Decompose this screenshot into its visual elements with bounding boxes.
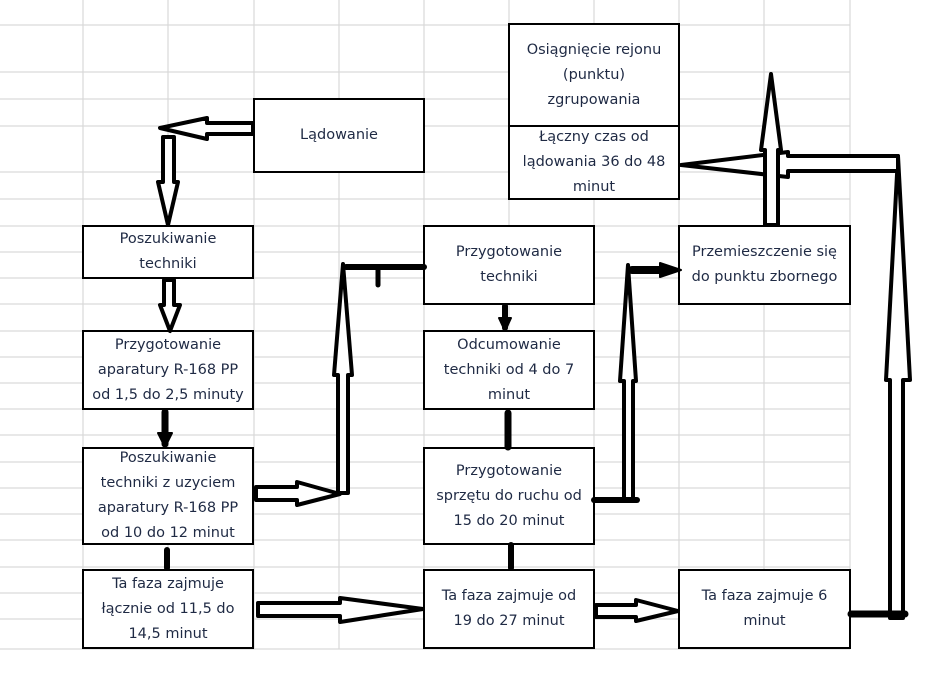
node-label: Lądowanie xyxy=(300,127,378,143)
node-ladowanie: Lądowanie xyxy=(253,98,425,173)
node-osiagniecie-rejonu: Osiągnięcie rejonu (punktu) zgrupowania xyxy=(508,23,680,127)
node-przygotowanie-techniki: Przygotowanie techniki xyxy=(423,225,595,305)
node-label: Poszukiwanie techniki xyxy=(119,231,217,272)
node-label: Ta faza zajmuje łącznie od 11,5 do 14,5 … xyxy=(101,575,235,642)
node-faza-2: Ta faza zajmuje od 19 do 27 minut xyxy=(423,569,595,649)
node-label: Osiągnięcie rejonu (punktu) zgrupowania xyxy=(526,41,662,108)
node-label: Przygotowanie sprzętu do ruchu od 15 do … xyxy=(436,462,582,529)
node-odcumowanie: Odcumowanie techniki od 4 do 7 minut xyxy=(423,330,595,410)
node-poszukiwanie-z-uzyciem: Poszukiwanie techniki z uzyciem aparatur… xyxy=(82,447,254,545)
node-label: Ta faza zajmuje 6 minut xyxy=(701,588,828,629)
node-label: Ta faza zajmuje od 19 do 27 minut xyxy=(441,588,577,629)
node-label: Poszukiwanie techniki z uzyciem aparatur… xyxy=(97,450,239,541)
node-label: Przygotowanie techniki xyxy=(455,244,563,285)
node-przemieszczenie: Przemieszczenie się do punktu zbornego xyxy=(678,225,851,305)
node-label: Przygotowanie aparatury R-168 PP od 1,5 … xyxy=(92,336,244,403)
node-przygotowanie-sprzetu: Przygotowanie sprzętu do ruchu od 15 do … xyxy=(423,447,595,545)
node-faza-1: Ta faza zajmuje łącznie od 11,5 do 14,5 … xyxy=(82,569,254,649)
node-label: Przemieszczenie się do punktu zbornego xyxy=(691,244,838,285)
node-przygotowanie-aparatury: Przygotowanie aparatury R-168 PP od 1,5 … xyxy=(82,330,254,410)
node-label: Łączny czas od lądowania 36 do 48 minut xyxy=(522,129,666,195)
node-poszukiwanie-techniki: Poszukiwanie techniki xyxy=(82,225,254,279)
node-faza-3: Ta faza zajmuje 6 minut xyxy=(678,569,851,649)
node-label: Odcumowanie techniki od 4 do 7 minut xyxy=(443,336,575,403)
node-laczny-czas: Łączny czas od lądowania 36 do 48 minut xyxy=(508,125,680,200)
